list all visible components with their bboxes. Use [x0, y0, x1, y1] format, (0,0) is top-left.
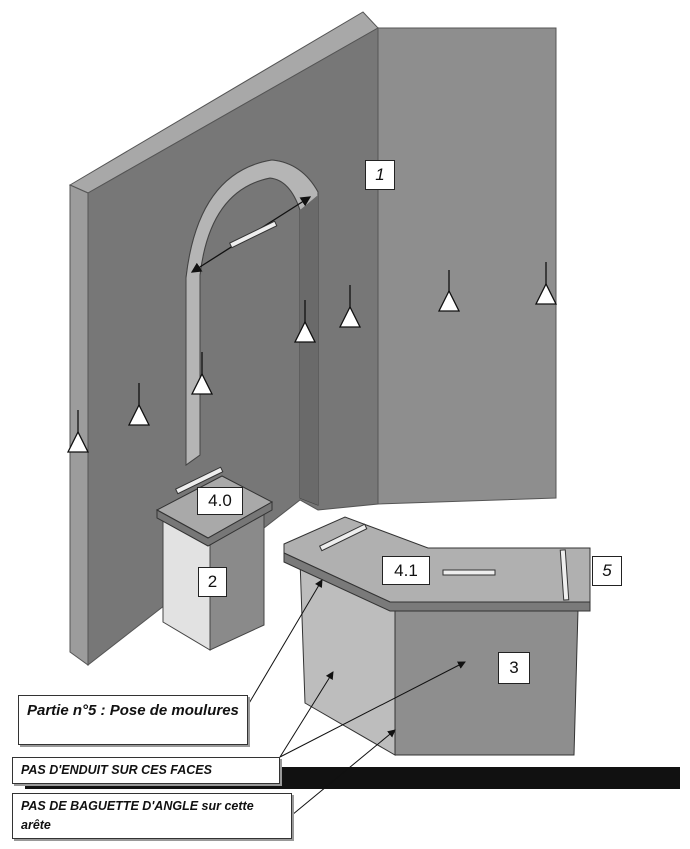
level-tool — [442, 569, 496, 576]
level-tool — [228, 220, 278, 249]
marker-2: 2 — [198, 567, 227, 597]
level-tool — [318, 523, 368, 552]
leader-lines — [247, 579, 466, 816]
level-tool — [559, 549, 570, 601]
plumb-bob-icon — [127, 383, 151, 426]
callout-no-plaster: PAS D'ENDUIT SUR CES FACES — [12, 757, 280, 784]
marker-4-0: 4.0 — [197, 487, 243, 515]
arch-wall-left-edge — [69, 184, 89, 666]
callout-no-corner-bead: PAS DE BAGUETTE D'ANGLE sur cette arête — [12, 793, 292, 839]
plumb-bob-icon — [66, 410, 90, 453]
right-wall — [377, 27, 557, 505]
counter-right-face — [394, 609, 579, 756]
callout-no-corner-bead-rest: sur cette arête — [21, 799, 254, 832]
marker-3: 3 — [498, 652, 530, 684]
plumb-bob-icon — [190, 352, 214, 395]
plumb-bob-icon — [534, 262, 558, 305]
plumb-bob-icons — [66, 262, 558, 453]
callout-no-corner-bead-main: PAS DE BAGUETTE D'ANGLE — [21, 799, 199, 813]
callout-part: Partie n°5 : Pose de moulures — [18, 695, 248, 745]
counter-top-edge — [283, 552, 591, 612]
marker-5: 5 — [592, 556, 622, 586]
plumb-bob-icon — [293, 300, 317, 343]
plumb-bob-icon — [338, 285, 362, 328]
plinth-top-edge — [156, 501, 273, 547]
marker-1: 1 — [365, 160, 395, 190]
plumb-bob-icon — [437, 270, 461, 312]
arch-inner-jamb — [300, 195, 318, 505]
level-tool — [174, 466, 224, 495]
marker-4-1: 4.1 — [382, 556, 430, 585]
